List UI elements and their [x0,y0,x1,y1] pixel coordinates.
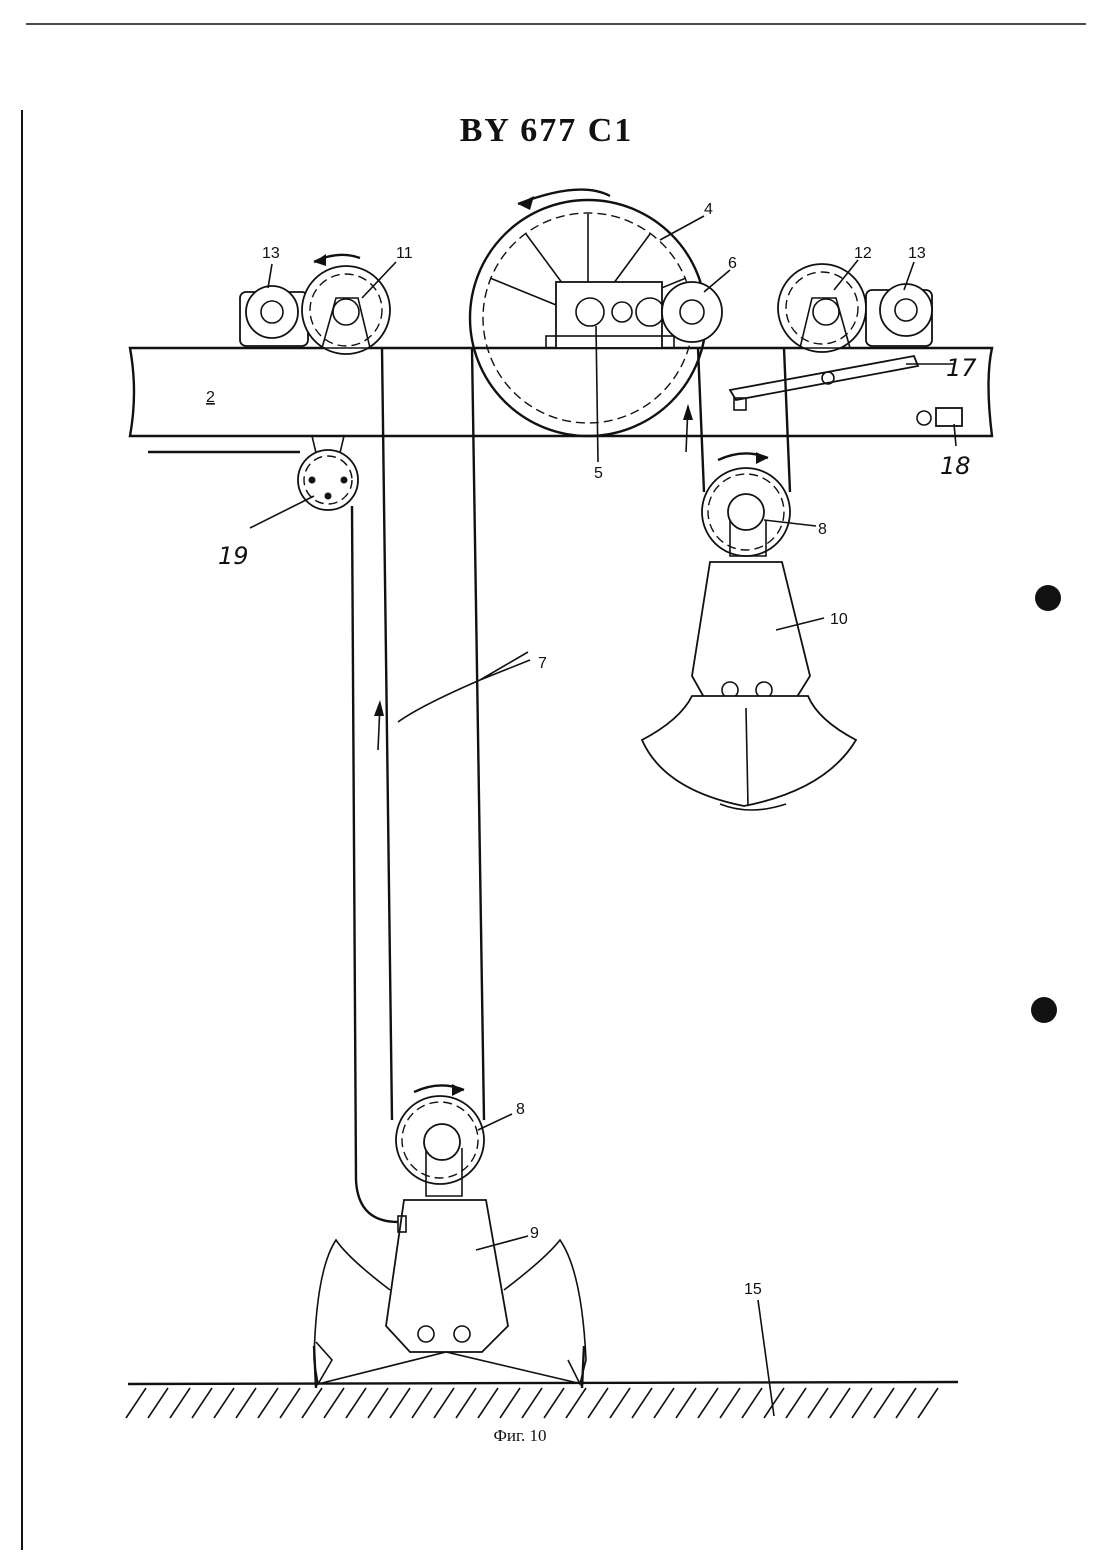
lever [730,356,918,410]
label-17: 17 [946,354,977,382]
label-7: 7 [538,655,547,672]
figure-caption: Фиг. 10 [0,1426,1040,1446]
rotation-arrow-icon [452,1084,464,1096]
winch-left [240,254,390,354]
grab-sheave-upper [702,452,790,556]
label-11: 11 [396,245,413,262]
drive-motor [662,282,722,342]
label-6: 6 [728,255,737,272]
label-18: 18 [940,452,971,480]
label-8-upper: 8 [818,521,827,538]
label-5: 5 [594,465,603,482]
ground [126,1382,958,1418]
label-13-right: 13 [908,245,926,262]
label-4: 4 [704,201,713,218]
label-10: 10 [830,611,848,628]
label-19: 19 [218,542,249,570]
leader-lines [250,216,956,1556]
beam [130,348,992,436]
label-2: 2 [206,389,215,406]
label-9: 9 [530,1225,539,1242]
label-15: 15 [744,1281,762,1298]
limit-sensor [917,408,962,426]
up-arrow-icon [374,404,693,750]
rotation-arrow-icon [518,196,534,210]
label-13-left: 13 [262,245,280,262]
open-grab [314,1200,586,1388]
gearbox [546,282,674,348]
rotation-arrow-icon [756,452,768,464]
label-12: 12 [854,245,872,262]
closed-grab [642,562,856,810]
grab-sheave-lower [396,1084,484,1196]
label-8-lower: 8 [516,1101,525,1118]
guide-pulley [148,436,358,510]
scan-mark [1031,585,1061,1023]
